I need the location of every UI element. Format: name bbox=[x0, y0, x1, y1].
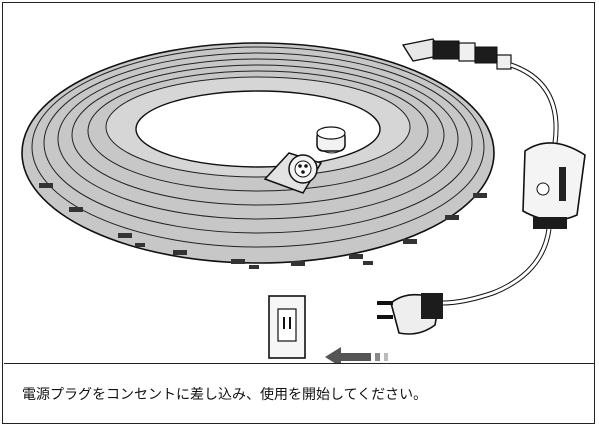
instruction-caption: 電源プラグをコンセントに差し込み、使用を開始してください。 bbox=[4, 363, 595, 424]
led-strip-coil-icon bbox=[21, 42, 495, 269]
controller-box-icon bbox=[522, 142, 586, 229]
wall-outlet-icon bbox=[268, 295, 306, 359]
illustration-frame bbox=[2, 2, 595, 424]
insert-arrow-icon bbox=[325, 347, 388, 363]
installation-illustration bbox=[21, 38, 586, 363]
cable-connector-icon bbox=[401, 38, 512, 70]
end-cap-plug-icon bbox=[263, 126, 346, 194]
power-plug-icon bbox=[377, 293, 443, 335]
